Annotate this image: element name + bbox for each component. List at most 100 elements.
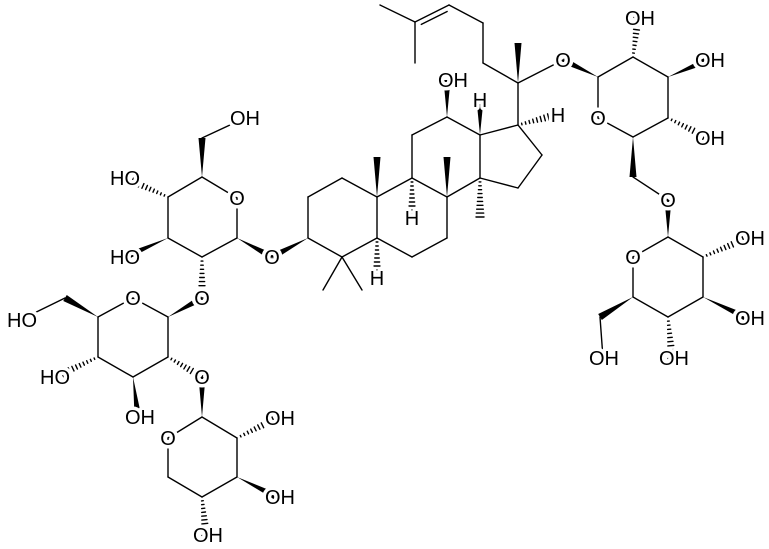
bond-wedge	[270, 238, 308, 261]
atom-label-xyl-ring-o: O	[160, 428, 176, 450]
bond-single	[307, 177, 343, 198]
bond-single	[597, 117, 634, 138]
bond-single	[307, 237, 343, 258]
bond-wedge	[703, 297, 749, 322]
bond-single	[411, 116, 448, 136]
atom-label-glc4-ring-o: O	[625, 247, 641, 269]
atom-label-glc1-ring-o: O	[229, 188, 245, 210]
atom-label-h5: H	[370, 268, 384, 290]
bond-single	[132, 297, 169, 318]
atom-label-xyl-o4: OH	[193, 525, 223, 547]
atom-label-o3-link: O	[264, 247, 280, 269]
bond-wedge	[598, 297, 633, 320]
bond-hash	[122, 173, 166, 197]
bond-wedge	[629, 137, 637, 177]
bond-single	[376, 177, 413, 198]
atom-label-glc3-o6-link: O	[660, 190, 676, 212]
bond-hash	[666, 320, 677, 360]
bond-single	[201, 117, 246, 139]
atom-label-c12-oh: OH	[438, 70, 468, 92]
bond-hash	[372, 241, 382, 279]
bond-single	[632, 236, 669, 258]
bond-single	[517, 124, 543, 156]
bond-single	[97, 356, 134, 378]
bond-single	[201, 476, 238, 498]
bond-single	[632, 296, 669, 318]
bond-wedge	[664, 200, 672, 237]
bond-single	[599, 316, 604, 359]
bond-wedge	[133, 377, 142, 418]
bond-double	[414, 4, 450, 23]
atom-label-xyl-o3: OH	[265, 487, 295, 509]
bond-single	[167, 476, 203, 498]
bond-hash	[239, 413, 280, 438]
atom-label-xyl-o2: OH	[265, 408, 295, 430]
bond-single	[132, 356, 169, 378]
bond-single	[19, 297, 66, 321]
bond-wedge	[198, 377, 206, 417]
bond-hash	[475, 181, 485, 218]
atom-label-glc1-o2-link: O	[194, 288, 210, 310]
bond-wedge	[561, 56, 598, 77]
bond-wedge	[123, 238, 168, 261]
bond-single	[201, 416, 238, 439]
bond-hash	[200, 500, 211, 537]
bond-wedge	[63, 294, 98, 317]
atom-label-glc2-o6: HO	[7, 310, 37, 332]
bond-single	[167, 416, 203, 439]
bond-single	[341, 177, 378, 198]
bond-single	[667, 236, 704, 258]
atom-label-glc3-ring-o: O	[590, 108, 606, 130]
atom-label-h13: H	[473, 90, 487, 112]
bond-hash	[631, 16, 643, 54]
bond-single	[517, 59, 564, 84]
bond-single	[376, 237, 413, 258]
bond-single	[322, 256, 343, 291]
atom-label-glc2-ring-o: O	[125, 288, 141, 310]
bond-single	[448, 4, 484, 24]
bond-hash	[52, 357, 96, 382]
atom-label-glc1-o3: HO	[110, 247, 140, 269]
atom-label-glc4-o6: OH	[589, 348, 619, 370]
bond-hash	[407, 181, 417, 219]
bond-single	[446, 116, 481, 136]
bond-single	[667, 296, 704, 318]
atom-label-glc3-o4: OH	[695, 128, 725, 150]
atom-label-glc2-o4: HO	[40, 367, 70, 389]
bond-single	[517, 154, 543, 189]
bond-wedge	[237, 477, 279, 501]
bond-single	[167, 237, 203, 258]
atom-label-glc2-o3: OH	[125, 407, 155, 429]
atom-label-glc3-o3: OH	[695, 50, 725, 72]
bond-wedge	[237, 238, 274, 261]
bond-single	[411, 237, 448, 258]
bond-single	[341, 256, 363, 291]
bond-wedge	[668, 56, 710, 77]
bond-hash	[705, 233, 750, 257]
bond-wedge	[514, 43, 522, 83]
bond-single	[379, 4, 416, 23]
bond-single	[411, 177, 448, 198]
atom-label-glc1-o4: HO	[110, 168, 140, 190]
bond-single	[201, 176, 238, 199]
bond-single	[201, 237, 238, 258]
bond-single	[479, 177, 519, 189]
bond-hash	[520, 110, 558, 126]
bond-single	[632, 56, 669, 78]
bond-single	[167, 176, 203, 198]
bond-single	[632, 176, 669, 201]
bond-single	[597, 56, 634, 78]
atom-label-glc4-o2: OH	[735, 228, 765, 250]
bond-single	[482, 62, 519, 84]
bond-wedge	[443, 157, 451, 197]
atom-label-h17: H	[551, 105, 565, 127]
bond-single	[341, 237, 378, 258]
bond-double-inner	[420, 10, 448, 26]
bond-single	[446, 177, 481, 198]
bond-wedge	[198, 138, 206, 177]
atom-label-o20-link: O	[555, 50, 571, 72]
atom-label-glc4-o4: OH	[659, 348, 689, 370]
bond-wedge	[443, 80, 451, 117]
